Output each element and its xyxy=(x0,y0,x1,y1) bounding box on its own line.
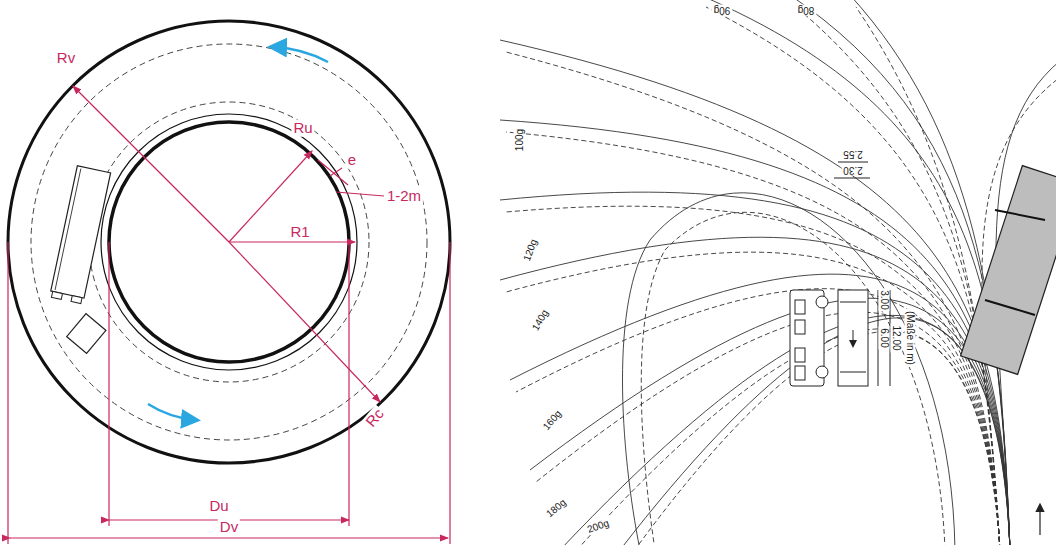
swept-path xyxy=(530,298,1010,545)
swept-path xyxy=(850,0,1010,545)
swept-path xyxy=(790,0,1010,545)
dimension-label: R1 xyxy=(288,224,311,241)
outer-lane-line xyxy=(31,44,427,440)
path-label: 160g xyxy=(539,406,564,433)
direction-arrow xyxy=(148,404,196,420)
path-label: 180g xyxy=(542,495,569,520)
swept-path xyxy=(560,315,1010,545)
travel-direction-arrow xyxy=(1039,505,1040,535)
path-label: 12.00 xyxy=(891,323,902,352)
roundabout-plan xyxy=(8,21,450,544)
path-label: 2.30 xyxy=(841,165,864,176)
swept-path xyxy=(623,193,956,545)
direction-arrow xyxy=(272,47,328,62)
swept-path xyxy=(500,120,1010,545)
path-label: 100g xyxy=(514,127,525,153)
swept-path xyxy=(500,237,1010,545)
path-label: 6.00 xyxy=(879,326,890,349)
swept-path xyxy=(796,7,1000,545)
swept-path xyxy=(536,312,1000,545)
dimension-label: Rv xyxy=(55,50,77,67)
path-label: 140g xyxy=(529,306,552,334)
path-label: 80g xyxy=(796,5,817,16)
path-label: 3.00 xyxy=(879,288,890,311)
swept-path xyxy=(856,7,1000,545)
swept-path xyxy=(516,289,1000,545)
swept-path xyxy=(641,212,945,545)
path-label: (Maße in m) xyxy=(905,309,916,367)
dimension-label: Ru xyxy=(291,120,314,137)
truck-cab xyxy=(67,314,106,354)
bus-in-turn xyxy=(961,166,1056,375)
path-label: 90g xyxy=(712,5,733,16)
swept-path xyxy=(500,40,1010,545)
swept-path xyxy=(506,252,1000,545)
truck-symbol xyxy=(50,166,111,304)
dimension-label: Rc xyxy=(361,404,388,432)
dimension-label: Dv xyxy=(218,519,240,536)
swept-path xyxy=(566,329,1000,545)
path-label: 120g xyxy=(520,236,539,264)
dimension-label: e xyxy=(346,152,358,169)
dimension-label: Du xyxy=(207,498,230,515)
swept-path xyxy=(706,7,1000,545)
swept-path xyxy=(510,274,1010,545)
swept-path xyxy=(500,192,1010,545)
bus-sketch xyxy=(790,162,890,386)
swept-path-curves xyxy=(500,0,1056,545)
path-label: 2.55 xyxy=(841,149,864,160)
dimension-lines xyxy=(8,86,450,544)
dimension-label: 1-2m xyxy=(385,188,423,205)
path-label: 200g xyxy=(584,516,612,535)
swept-path xyxy=(506,52,1000,545)
outer-edge xyxy=(8,21,450,463)
